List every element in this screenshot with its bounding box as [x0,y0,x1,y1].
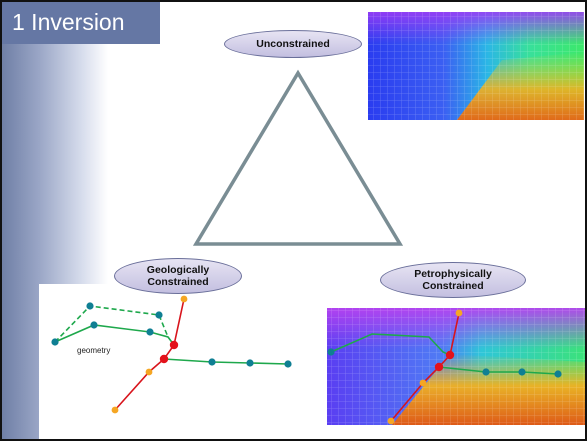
geometry-label: geometry [77,346,110,355]
teal-node [90,321,98,329]
teal-node [554,370,562,378]
green-horizon-line-right [163,358,289,365]
orange-node [180,295,188,303]
teal-node [518,368,526,376]
slide-title: 1 Inversion [12,9,125,35]
geometry-diagram: geometry [51,295,292,414]
orange-node [419,379,427,387]
petrophysically-constrained-label: Petrophysically Constrained [380,262,526,298]
unconstrained-label-text: Unconstrained [256,38,330,50]
teal-node [327,348,335,356]
red-node [159,354,169,364]
orange-node [145,368,153,376]
geologically-constrained-label: Geologically Constrained [114,258,242,294]
teal-node [155,311,163,319]
orange-node [387,417,395,425]
geometry-panel [39,284,299,439]
petrophysically-constrained-label-text: Petrophysically Constrained [414,268,492,292]
teal-node [482,368,490,376]
teal-node [246,359,254,367]
green-horizon-line-right [438,366,559,375]
teal-node [51,338,59,346]
red-node [434,362,444,372]
red-node [445,350,455,360]
dashed-horizon-line [54,305,169,343]
geologically-constrained-label-text: Geologically Constrained [146,264,210,288]
teal-node [86,302,94,310]
unconstrained-label: Unconstrained [224,30,362,58]
triangle [192,69,404,246]
green-horizon-line [330,333,451,356]
title-bar: 1 Inversion [2,2,160,44]
teal-node [146,328,154,336]
teal-node [284,360,292,368]
petrophysical-overlay [327,309,562,425]
orange-node [111,406,119,414]
red-node [169,340,179,350]
unconstrained-model-image [368,12,584,120]
orange-node [455,309,463,317]
teal-node [208,358,216,366]
